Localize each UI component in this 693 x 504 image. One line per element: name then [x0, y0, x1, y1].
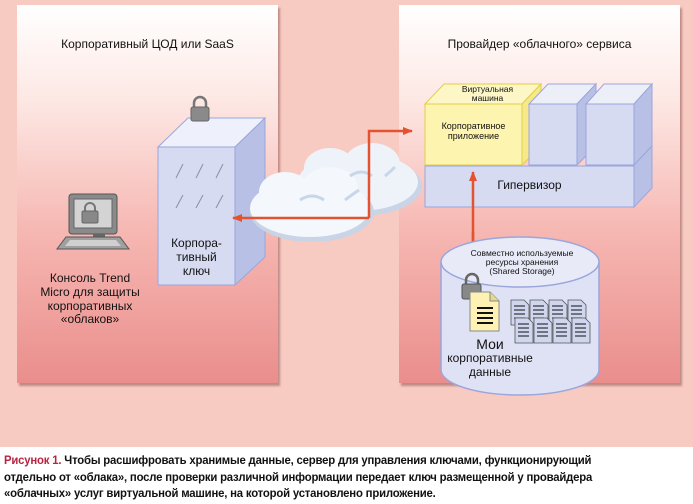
vm-front-label: Корпоративное приложение	[441, 121, 506, 141]
virtual-machine-3	[584, 82, 654, 167]
server-vent-marks	[175, 163, 224, 209]
figure-number: Рисунок 1.	[4, 453, 62, 467]
document-stack-icon	[510, 299, 591, 344]
left-panel-title: Корпоративный ЦОД или SaaS	[61, 37, 234, 51]
vm-top-label: Виртуальная машина	[461, 84, 514, 103]
document-icon	[571, 317, 591, 344]
document-icon	[552, 317, 572, 344]
figure-caption: Рисунок 1. Чтобы расшифровать хранимые д…	[4, 453, 593, 500]
diagram-graphics	[56, 82, 654, 396]
key-transfer-arrow	[232, 127, 413, 222]
cloud-icon	[250, 143, 422, 242]
diagram-canvas: Корпоративный ЦОД или SaaS Корпора- тивн…	[0, 0, 693, 447]
storage-data-label: Мои корпоративные данные	[447, 336, 533, 379]
right-panel-title: Провайдер «облачного» сервиса	[447, 37, 632, 51]
laptop-console-icon	[56, 193, 130, 250]
key-server-label: Корпора- тивный ключ	[171, 236, 222, 278]
storage-top-label: Совместно используемые ресурсы хранения …	[470, 248, 574, 276]
padlock-icon	[190, 95, 210, 122]
corporate-data-document-icon	[469, 291, 500, 332]
document-icon	[514, 317, 534, 344]
key-server-cube	[156, 116, 267, 287]
document-icon	[533, 317, 553, 344]
hypervisor-block	[424, 144, 653, 209]
console-label: Консоль Trend Micro для защиты корпорати…	[40, 271, 140, 327]
hypervisor-label: Гипервизор	[497, 178, 562, 192]
